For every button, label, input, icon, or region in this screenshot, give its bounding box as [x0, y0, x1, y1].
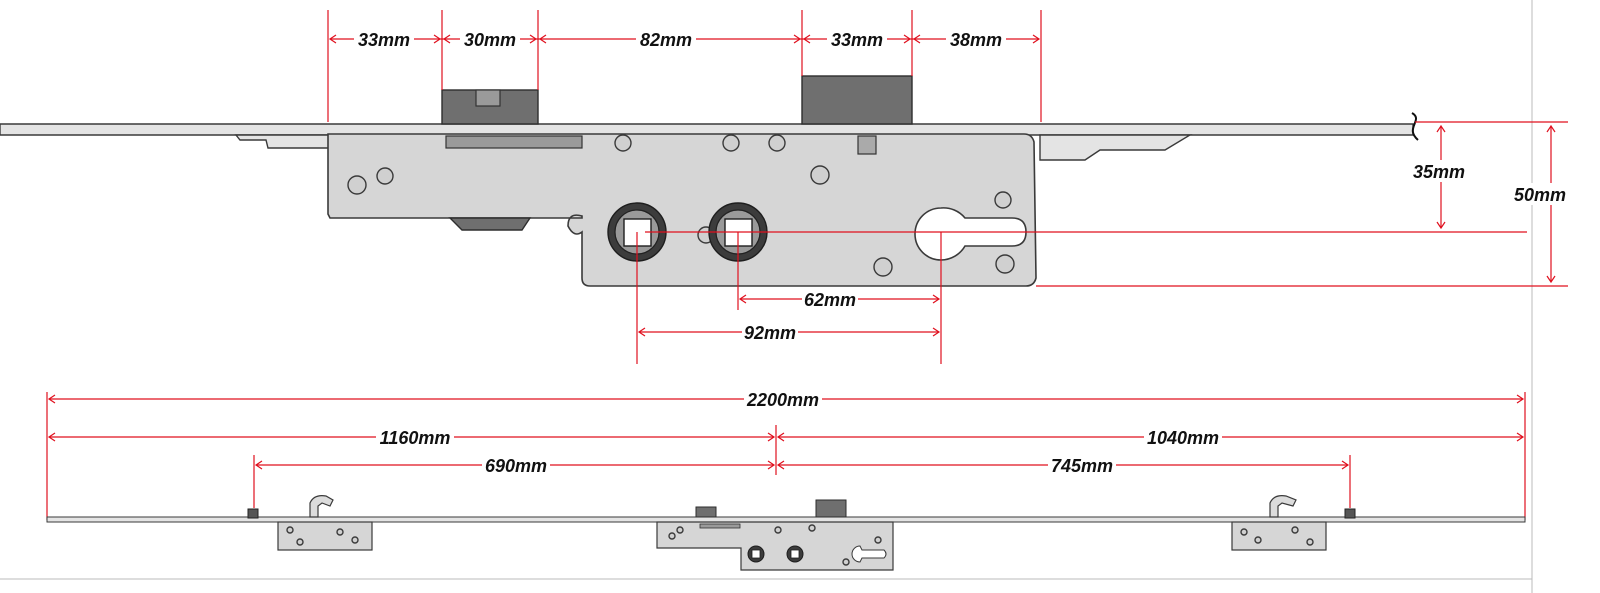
bolt-slot	[445, 135, 583, 149]
dim-deadbolt-to-latch: 82mm	[640, 30, 692, 50]
overview-rail	[46, 516, 1526, 523]
side-dimensions: 35mm 50mm	[645, 121, 1568, 287]
hook-case-right	[1231, 521, 1327, 551]
break-symbol	[1411, 112, 1419, 141]
euro-cylinder-cutout	[914, 207, 1027, 261]
dim-spindle-centre: 92mm	[744, 323, 796, 343]
dim-right-roller: 745mm	[1051, 456, 1113, 476]
hook-right	[1269, 495, 1297, 518]
roller-left	[247, 508, 259, 519]
centre-dimensions: 62mm 92mm	[636, 232, 942, 364]
dim-latch-width: 33mm	[831, 30, 883, 50]
dim-total-length: 2200mm	[746, 390, 819, 410]
latch-guide	[857, 135, 877, 155]
screw-hole	[614, 134, 632, 152]
screw-hole	[376, 167, 394, 185]
dim-right-section: 1040mm	[1147, 428, 1219, 448]
gearbox-deadbolt	[695, 506, 717, 518]
overall-dimensions: 2200mm 1160mm 1040mm 690mm 745mm	[46, 388, 1526, 520]
screw-hole	[722, 134, 740, 152]
gearbox-cylinder-cutout	[851, 545, 887, 563]
latch	[801, 75, 913, 125]
dim-latch-to-end: 38mm	[950, 30, 1002, 50]
dim-left-section: 1160mm	[380, 428, 451, 448]
screw-hole	[873, 257, 893, 277]
top-dimensions: 33mm 30mm 82mm 33mm 38mm	[327, 10, 1042, 122]
hook-left	[309, 495, 334, 518]
screw-hole	[994, 191, 1012, 209]
latch-foot	[448, 217, 532, 231]
deadbolt-notch	[475, 89, 501, 107]
dim-faceplate-width: 50mm	[1514, 185, 1566, 205]
dim-left-roller: 690mm	[485, 456, 547, 476]
lock-case	[327, 133, 1037, 287]
gearbox-case	[656, 521, 894, 571]
lock-detail-view	[0, 75, 1419, 287]
screw-hole	[810, 165, 830, 185]
dim-deadbolt-width: 30mm	[464, 30, 516, 50]
lock-overview	[46, 495, 1526, 571]
screw-hole	[995, 254, 1015, 274]
dim-follower-centre: 62mm	[804, 290, 856, 310]
dim-backset: 35mm	[1413, 162, 1465, 182]
screw-hole	[347, 175, 367, 195]
screw-hole	[768, 134, 786, 152]
right-slide-bar	[1039, 134, 1193, 161]
dim-hook-to-end: 33mm	[358, 30, 410, 50]
left-slide-bar	[234, 134, 331, 149]
roller-right	[1344, 508, 1356, 519]
hook-case-left	[277, 521, 373, 551]
gearbox-latch	[815, 499, 847, 518]
